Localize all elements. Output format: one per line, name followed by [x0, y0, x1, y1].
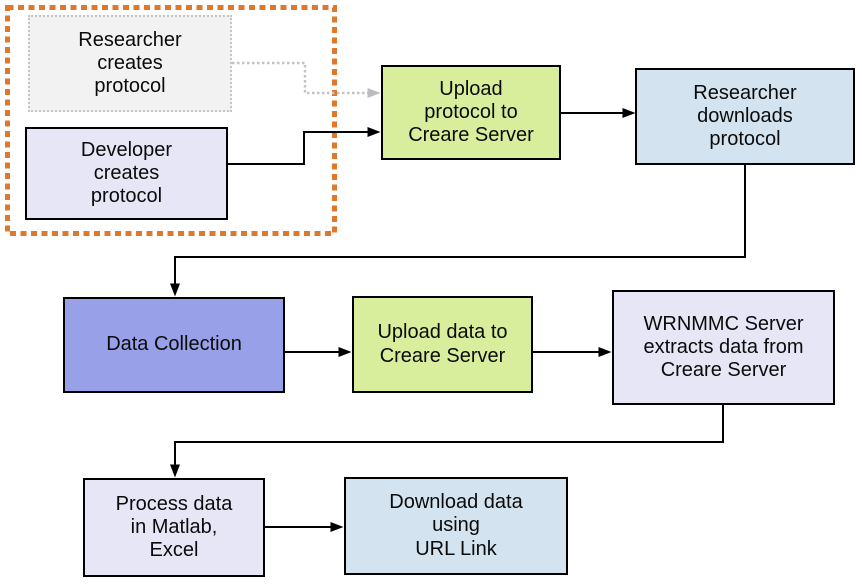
node-researcher-creates-protocol: Researcher creates protocol [28, 15, 232, 112]
edge-researcher-creates-to-upload-protocol [232, 61, 381, 98]
node-wrnmmc-server-extracts-data: WRNMMC Server extracts data from Creare … [612, 290, 835, 405]
node-upload-data-to-creare-server: Upload data to Creare Server [352, 296, 533, 393]
edge-developer-creates-to-upload-protocol [228, 127, 381, 165]
edge-wrnmmc-to-process-data [170, 405, 724, 478]
node-process-data-matlab-excel: Process data in Matlab, Excel [83, 478, 265, 577]
node-download-data-url-link: Download data using URL Link [344, 477, 568, 575]
node-data-collection: Data Collection [63, 297, 285, 393]
node-upload-protocol-to-creare-server: Upload protocol to Creare Server [381, 65, 561, 160]
node-developer-creates-protocol: Developer creates protocol [25, 127, 228, 220]
node-researcher-downloads-protocol: Researcher downloads protocol [635, 68, 855, 165]
edge-researcher-downloads-to-data-collection [170, 165, 746, 297]
